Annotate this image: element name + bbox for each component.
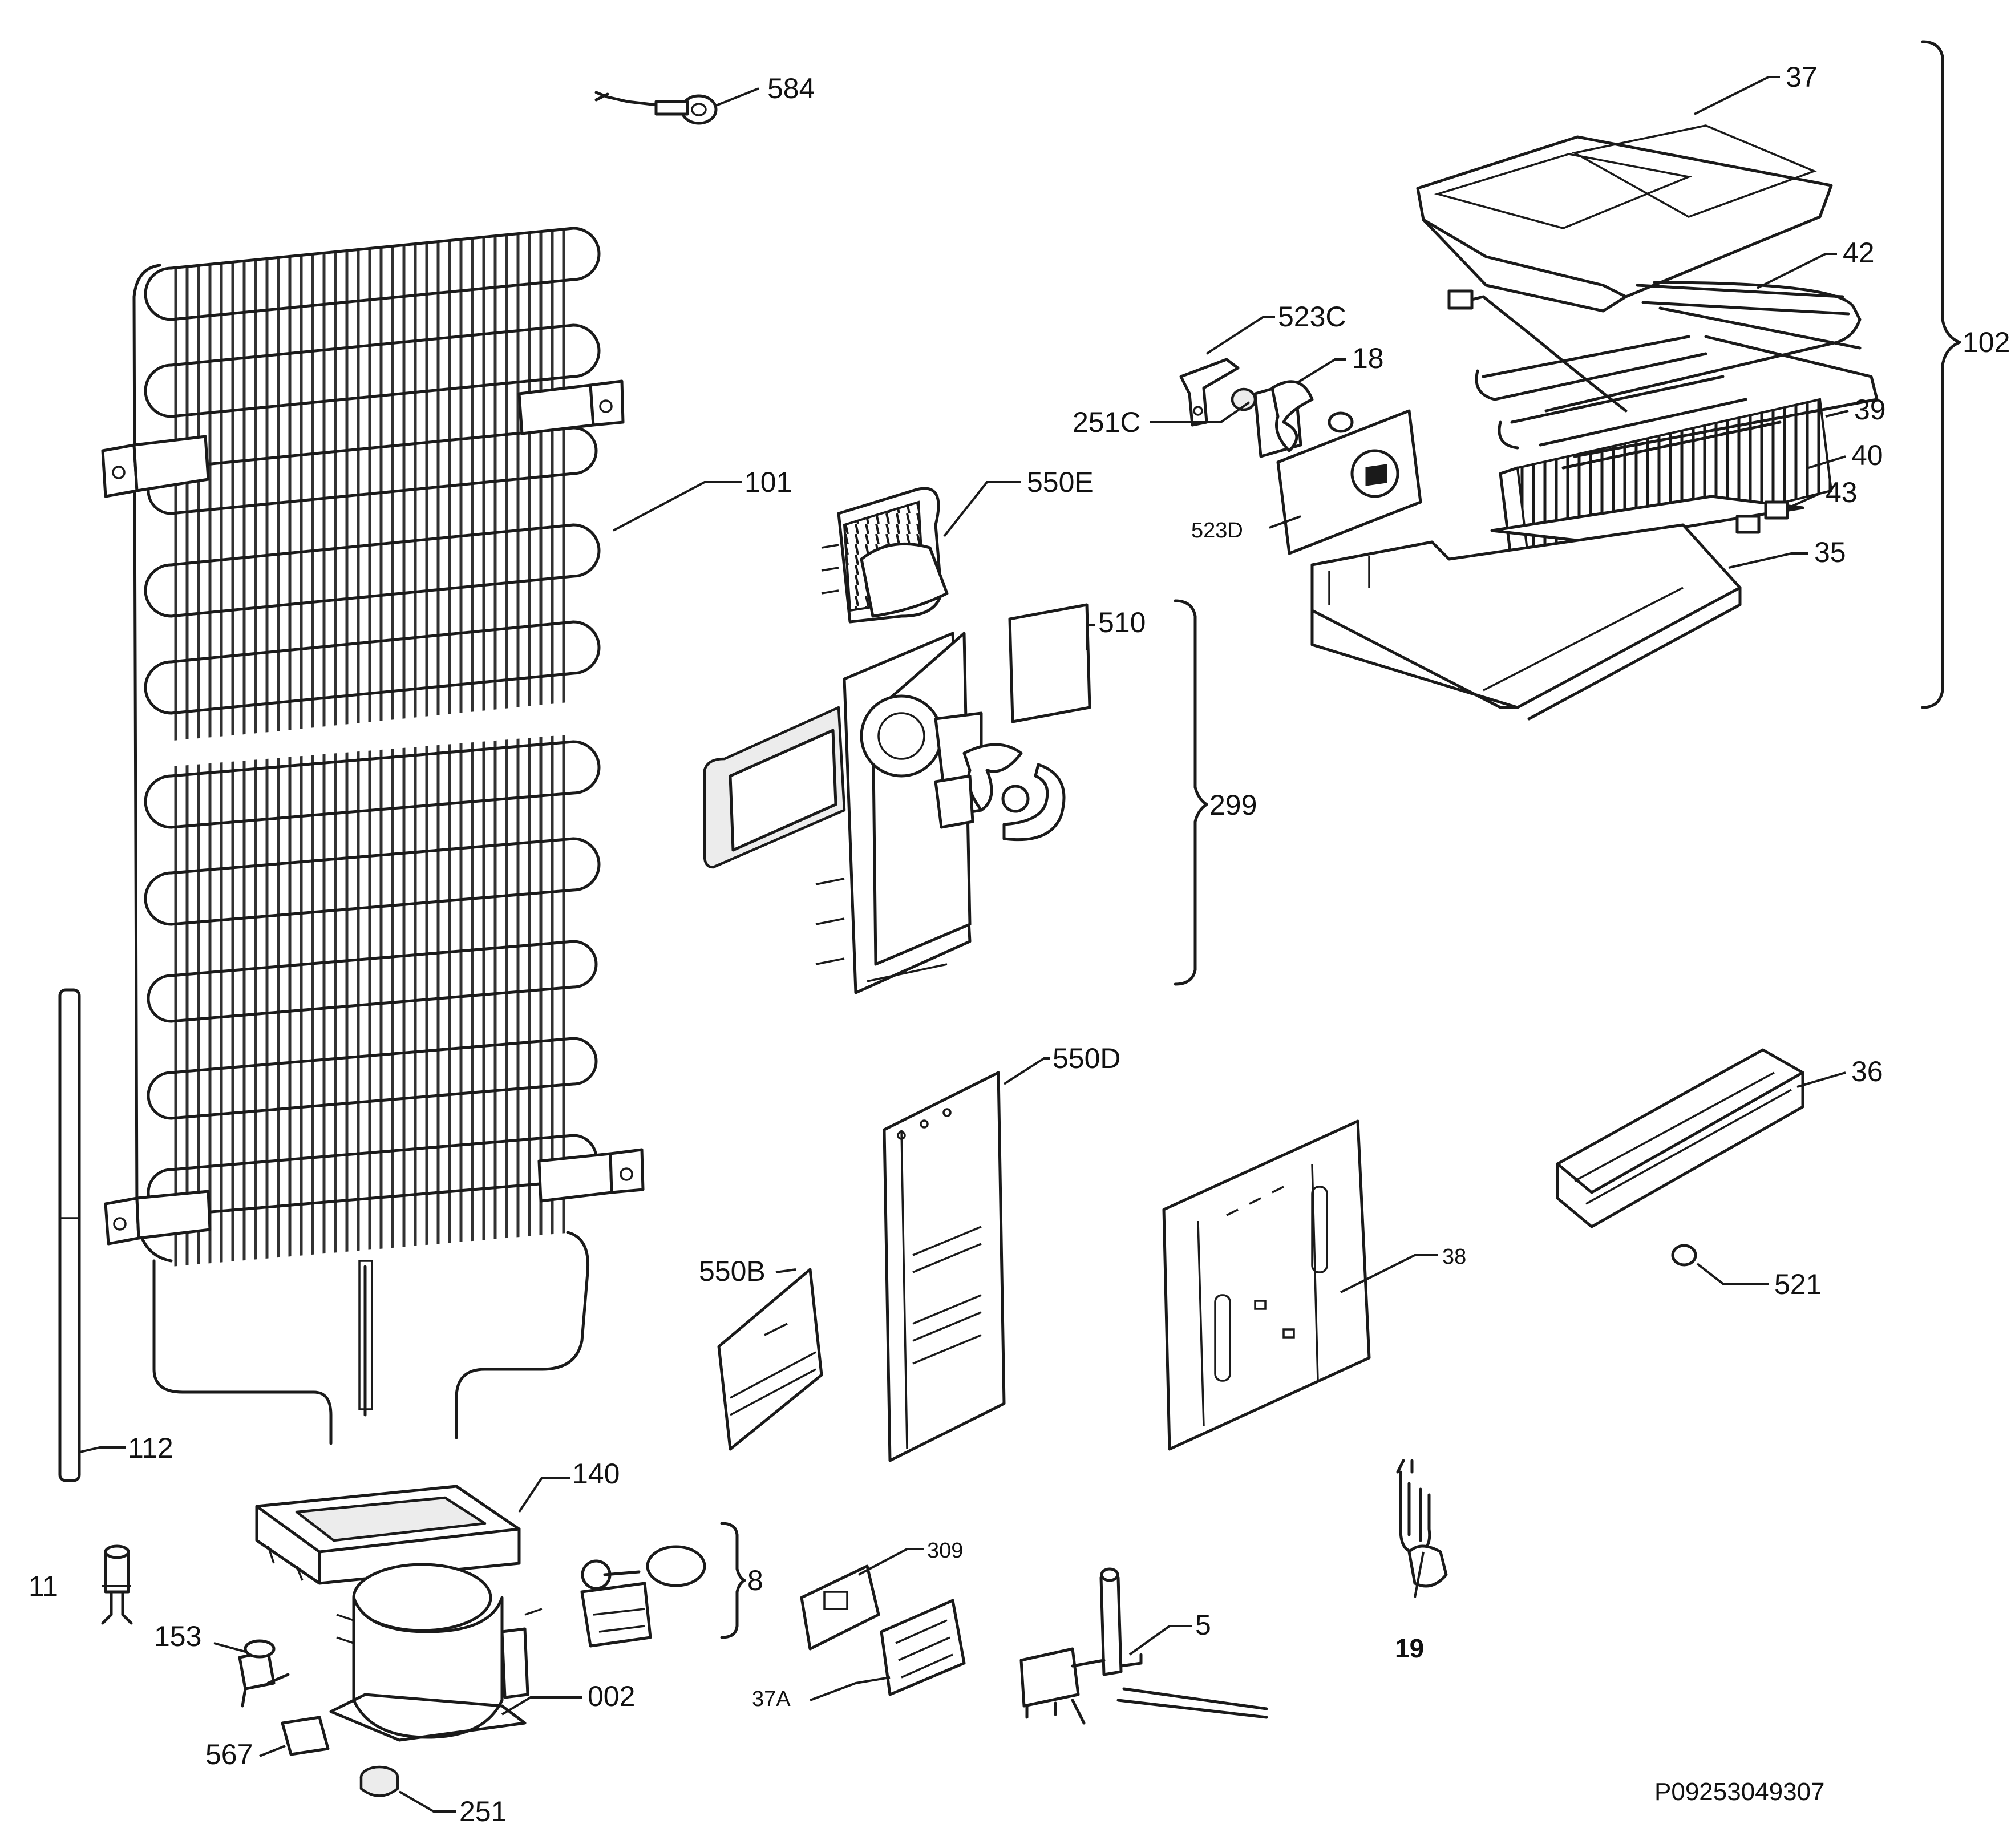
compressor-002-drawing: [329, 1563, 543, 1742]
panel-550D-drawing: [883, 1071, 1006, 1462]
label-42: 42: [1843, 237, 1875, 269]
label-523C: 523C: [1278, 301, 1346, 333]
document-code: P09253049307: [1654, 1778, 1825, 1806]
part-251-drawing: [359, 1765, 399, 1797]
label-group-8: 8: [747, 1564, 763, 1596]
evaporator-assembly-102-drawing: [1179, 124, 1879, 721]
label-5: 5: [1195, 1609, 1211, 1641]
leader-lines: [79, 76, 1849, 1813]
part-567-drawing: [281, 1716, 330, 1756]
bracket-8: [720, 1522, 746, 1639]
part-labels: 584 101 112 140 11 153 567 251 002 550E …: [29, 61, 2010, 1827]
pad-510-drawing: [1008, 603, 1091, 723]
label-group-299: 299: [1209, 789, 1257, 821]
label-35: 35: [1814, 536, 1846, 568]
module-309-drawing: [800, 1564, 880, 1651]
label-37A: 37A: [752, 1687, 791, 1711]
heater-19-drawing: [1396, 1459, 1448, 1588]
label-112: 112: [128, 1432, 173, 1464]
label-101: 101: [744, 466, 792, 498]
back-plate-38-drawing: [1162, 1119, 1371, 1451]
bracket-299: [1174, 599, 1208, 986]
label-523D: 523D: [1191, 519, 1243, 543]
rail-36-drawing: [1556, 1048, 1804, 1228]
label-19: 19: [1395, 1633, 1424, 1663]
label-002: 002: [588, 1680, 635, 1712]
condenser-drawing: [101, 227, 645, 1445]
label-550D: 550D: [1053, 1042, 1121, 1074]
label-510: 510: [1098, 606, 1146, 638]
label-18: 18: [1352, 342, 1384, 374]
module-37A-drawing: [880, 1599, 966, 1696]
bracket-102: [1921, 40, 1961, 709]
label-38: 38: [1442, 1245, 1466, 1269]
label-37: 37: [1786, 61, 1818, 93]
label-11: 11: [29, 1570, 58, 1602]
label-43: 43: [1826, 476, 1858, 508]
label-40: 40: [1851, 439, 1883, 471]
part-153-drawing: [238, 1639, 290, 1708]
tray-140-drawing: [255, 1485, 521, 1585]
label-521: 521: [1774, 1268, 1822, 1300]
panel-550B-drawing: [717, 1268, 823, 1451]
label-group-102: 102: [1963, 326, 2010, 358]
label-39: 39: [1854, 394, 1886, 426]
label-251: 251: [459, 1796, 507, 1827]
label-550E: 550E: [1027, 466, 1094, 498]
valve-5-drawing: [1019, 1567, 1268, 1725]
label-584: 584: [767, 72, 815, 104]
label-251C: 251C: [1073, 406, 1141, 438]
label-36: 36: [1851, 1056, 1883, 1087]
sensor-584-drawing: [594, 91, 718, 125]
ring-521-drawing: [1671, 1244, 1697, 1267]
label-140: 140: [572, 1458, 620, 1490]
label-153: 153: [154, 1620, 201, 1652]
label-309: 309: [927, 1539, 963, 1563]
fan-assembly-299-drawing: [703, 632, 1066, 994]
drain-tube-112-drawing: [58, 988, 81, 1482]
relay-8-drawing: [580, 1545, 706, 1648]
part-11-drawing: [101, 1544, 133, 1625]
fan-cover-550E-drawing: [821, 487, 949, 624]
label-567: 567: [205, 1738, 253, 1770]
label-550B: 550B: [699, 1255, 766, 1287]
